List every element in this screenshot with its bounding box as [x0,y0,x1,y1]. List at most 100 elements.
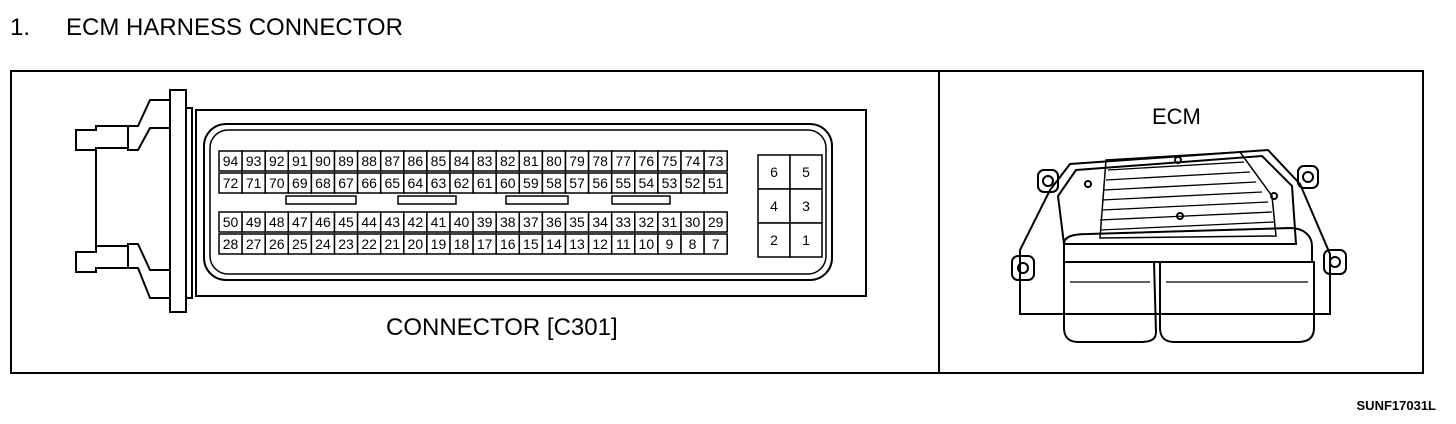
upper-latch [127,99,170,151]
panel-divider [938,70,940,374]
pin-number: 58 [546,175,562,191]
pin-number: 60 [500,175,516,191]
pin-number: 50 [223,214,239,230]
pin-number: 11 [616,236,631,252]
pin-number: 89 [338,153,354,169]
pin-number: 57 [569,175,585,191]
pin-number: 42 [408,214,424,230]
pin-number: 31 [662,214,678,230]
pin-number: 56 [592,175,608,191]
pin-number: 51 [708,175,724,191]
pin-number: 38 [500,214,516,230]
pin-number: 53 [662,175,678,191]
pin-number: 8 [689,236,697,252]
section-title: ECM HARNESS CONNECTOR [66,14,403,41]
pin-number: 36 [546,214,562,230]
connector-socket-left [1063,261,1158,343]
pin-number: 92 [269,153,285,169]
pin-number: 4 [770,198,778,214]
pin-number: 28 [223,236,239,252]
diagram-frame [10,70,1424,374]
pin-number: 21 [384,236,400,252]
pin-number: 17 [477,236,493,252]
pin-number: 80 [546,153,562,169]
pin-number: 82 [500,153,516,169]
flange-plate [169,89,187,313]
pin-number: 30 [685,214,701,230]
keying-rib [285,195,357,205]
connector-face-inner [209,129,827,275]
pin-cell [703,211,728,233]
pin-number: 18 [454,236,470,252]
pin-number: 94 [223,153,239,169]
connector-mounting-flange [75,89,193,313]
pin-number: 6 [770,164,778,180]
pin-number: 64 [408,175,424,191]
cover-screw [1176,212,1184,220]
pin-number: 67 [338,175,354,191]
pin-number: 23 [338,236,354,252]
mounting-ear [1297,165,1319,189]
pin-number: 81 [523,153,539,169]
pin-number: 68 [315,175,331,191]
pin-cell [789,222,823,258]
cover-screw [1174,156,1182,164]
pin-number: 83 [477,153,493,169]
pin-number: 47 [292,214,308,230]
pin-number: 65 [384,175,400,191]
pin-number: 29 [708,214,724,230]
pin-number: 19 [431,236,447,252]
mounting-ear [1011,255,1035,281]
pin-number: 32 [639,214,655,230]
ecm-unit-illustration [1011,148,1347,343]
mounting-ear [1323,249,1347,275]
keying-rib [397,195,457,205]
pin-cell [789,188,823,224]
pin-number: 63 [431,175,447,191]
pin-number: 93 [246,153,262,169]
connector-housing [195,109,867,297]
section-number: 1. [10,14,31,41]
pin-number: 34 [592,214,608,230]
pin-number: 16 [500,236,516,252]
pin-number: 62 [454,175,470,191]
connector-face-outer [203,123,833,281]
pin-number: 59 [523,175,539,191]
pin-number: 90 [315,153,331,169]
connector-caption: CONNECTOR [C301] [386,314,618,341]
pin-number: 78 [592,153,608,169]
pin-number: 61 [477,175,493,191]
ecm-cover [1056,154,1298,245]
pin-number: 76 [639,153,655,169]
pin-number: 5 [802,164,810,180]
pin-number: 66 [361,175,377,191]
pin-number: 45 [338,214,354,230]
pin-number: 12 [592,236,608,252]
pin-number: 14 [546,236,562,252]
pin-number: 88 [361,153,377,169]
pin-number: 79 [569,153,585,169]
connector-socket-right [1159,261,1315,343]
upper-tab [75,125,128,151]
pin-number: 55 [615,175,631,191]
ecm-label: ECM [1152,104,1201,129]
ecm-base-plate [1019,148,1331,315]
pin-number: 91 [292,153,308,169]
pin-number: 44 [361,214,377,230]
pin-number: 46 [315,214,331,230]
pin-cell [703,172,728,194]
pin-number: 85 [431,153,447,169]
pin-number: 73 [708,153,724,169]
pin-number: 77 [615,153,631,169]
pin-number: 49 [246,214,262,230]
pin-number: 43 [384,214,400,230]
mounting-hole [1042,175,1054,187]
flange-lip [185,107,193,299]
pin-number: 52 [685,175,701,191]
mounting-hole [1017,262,1029,274]
pin-number: 33 [615,214,631,230]
pin-number: 84 [454,153,470,169]
